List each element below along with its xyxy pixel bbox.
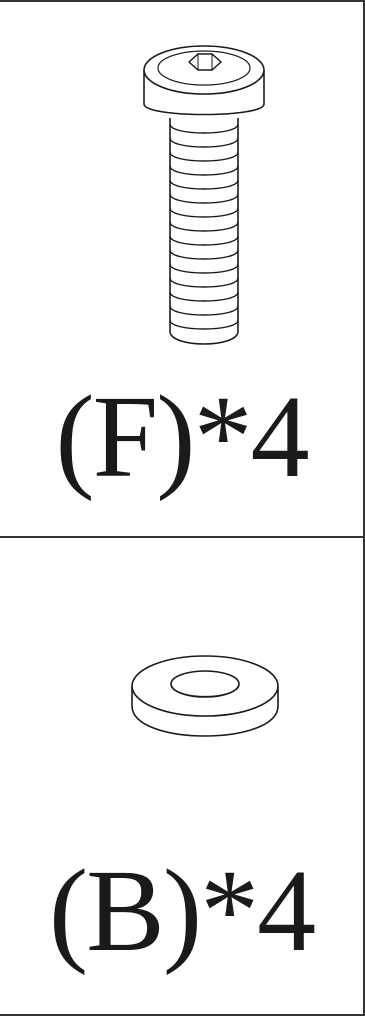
flat-washer-icon [131,655,279,737]
section-divider [0,536,365,538]
socket-head-cap-screw-icon [143,45,265,345]
part-f-quantity-label: (F)*4 [55,371,309,502]
part-b-quantity-label: (B)*4 [48,845,316,976]
